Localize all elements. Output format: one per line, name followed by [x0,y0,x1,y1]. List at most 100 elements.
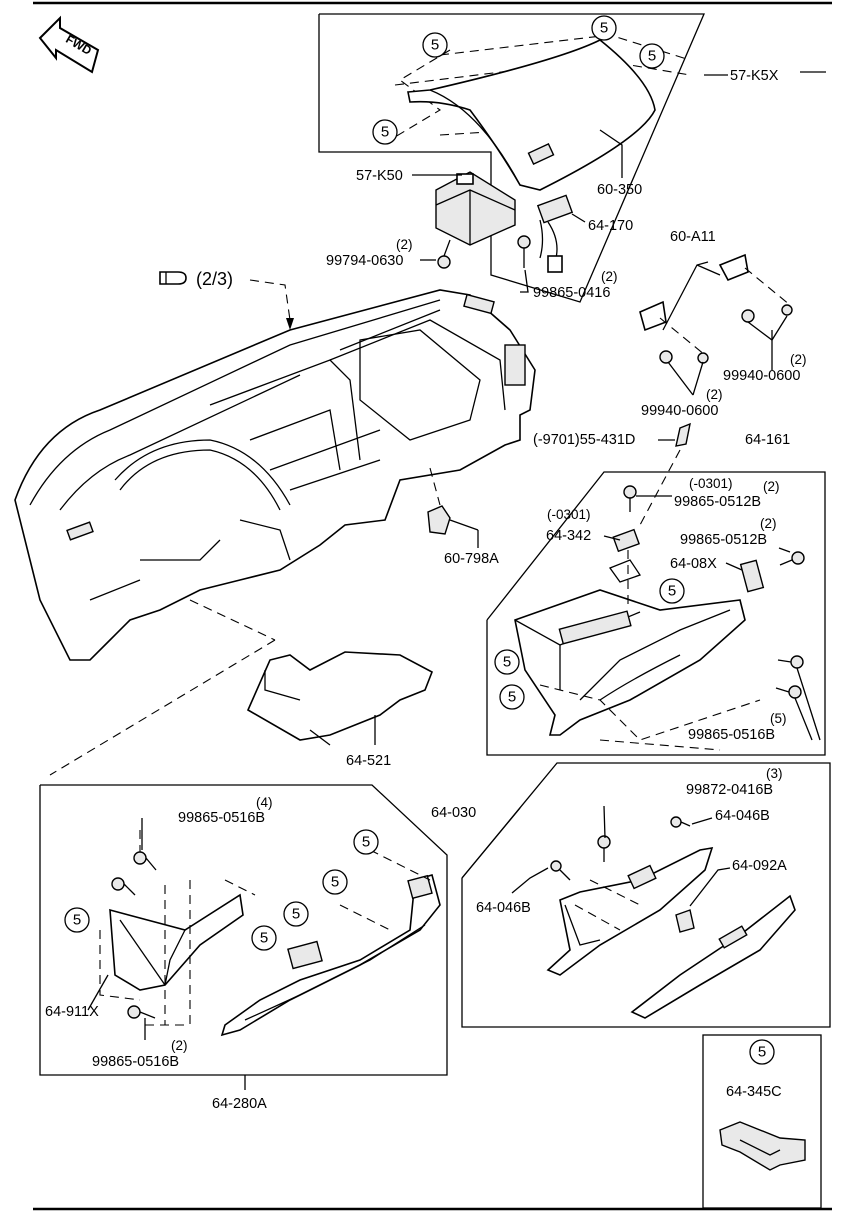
bracket-part-lower [639,300,709,364]
airbag-lid-part [407,39,656,191]
svg-text:5: 5 [758,1044,766,1061]
lower-cover-part-64-521 [246,651,434,746]
label-ref-2-3: (2/3) [196,269,233,289]
circle-mark: 5 [749,1039,775,1065]
svg-text:5: 5 [648,48,656,65]
label-99940-0600-a: 99940-0600 [723,368,800,384]
qty-99872: (3) [766,766,783,781]
svg-text:5: 5 [600,20,608,37]
label-99865-0416: 99865-0416 [533,285,610,301]
label-64-342: 64-342 [546,528,591,544]
svg-text:5: 5 [503,654,511,671]
latch-part-64-342 [608,528,642,605]
note-0301-a: (-0301) [689,476,733,491]
glove-box-door-part [546,846,714,976]
svg-text:5: 5 [260,930,268,947]
label-99865-0512b-2: 99865-0512B [680,532,767,548]
dashboard-panel-part [14,289,536,661]
label-99865-0516b-4: 99865-0516B [178,810,265,826]
glove-box-outer-panel-part [630,894,796,1019]
lower-panel-assembly-box [39,784,448,1076]
label-55-431d: (-9701)55-431D [533,432,635,448]
qty-99865-0512b-1: (2) [763,479,780,494]
bolt-icon-99794 [437,239,451,269]
label-64-911x: 64-911X [45,1004,99,1020]
label-64-170: 64-170 [588,218,633,234]
bracket-part-upper [718,253,793,323]
svg-text:5: 5 [362,834,370,851]
qty-99865-0516b-4: (4) [256,795,273,810]
svg-text:5: 5 [73,912,81,929]
note-0301-b: (-0301) [547,507,591,522]
airbag-module-part [435,171,516,246]
glove-box-assembly-box [486,471,826,756]
clip-part-60-798a [427,505,479,548]
label-64-092a: 64-092A [732,858,787,874]
qty-99865-0416: (2) [601,269,618,284]
svg-text:5: 5 [331,874,339,891]
qty-99794: (2) [396,237,413,252]
circle-mark: 5 [372,119,398,145]
label-99872-0416b: 99872-0416B [686,782,773,798]
screw-icon-99872-0416b [597,835,611,862]
qty-99940-b: (2) [706,387,723,402]
label-64-521: 64-521 [346,753,391,769]
glove-box-door-assembly-box [461,762,831,1028]
circle-mark: 5 [422,32,448,58]
qty-99865-0516b-2: (2) [171,1038,188,1053]
svg-text:5: 5 [292,906,300,923]
label-64-161: 64-161 [745,432,790,448]
circle-mark: 5 [494,649,520,675]
screw-icon-99865-0512b-lower [779,551,805,566]
label-64-345c: 64-345C [726,1084,782,1100]
clip-part-64-345c [719,1121,806,1171]
circle-mark: 5 [322,869,348,895]
label-64-046b-left: 64-046B [476,900,531,916]
clip-detail-box [702,1034,822,1209]
circle-mark: 5 [251,925,277,951]
label-64-030: 64-030 [431,805,476,821]
glove-box-part [514,589,746,736]
circle-mark: 5 [283,901,309,927]
harness-connector-part [536,194,574,273]
circle-mark: 5 [639,43,665,69]
circle-mark: 5 [591,15,617,41]
label-57-k5x: 57-K5X [730,68,779,84]
label-99794-0630: 99794-0630 [326,253,403,269]
circle-mark: 5 [353,829,379,855]
label-64-280a: 64-280A [212,1096,267,1112]
label-60-798a: 60-798A [444,551,499,567]
handle-part-64-092a [675,909,695,933]
svg-text:5: 5 [508,689,516,706]
label-99865-0516b-5: 99865-0516B [688,727,775,743]
circle-mark: 5 [659,578,685,604]
qty-99865-0516b-5: (5) [770,711,787,726]
pointing-hand-icon [159,271,187,285]
fwd-arrow-icon: FWD [38,15,100,74]
screw-icon-64-046b-left [550,860,571,881]
label-60-a11: 60-A11 [670,229,716,245]
svg-text:5: 5 [431,37,439,54]
label-99940-0600-b: 99940-0600 [641,403,718,419]
circle-mark: 5 [64,907,90,933]
label-64-08x: 64-08X [670,556,717,572]
clip-part-55-431d [639,422,691,526]
screw-icon-99865-0516b-top [111,851,157,896]
label-64-046b-right: 64-046B [715,808,770,824]
screw-icon-64-046b-right [670,816,691,828]
qty-99865-0512b-2: (2) [760,516,777,531]
qty-99940-a: (2) [790,352,807,367]
screw-icon-99865-0516b-a [777,655,804,669]
label-60-350: 60-350 [597,182,642,198]
circle-mark: 5 [499,684,525,710]
svg-text:5: 5 [381,124,389,141]
label-99865-0516b-2: 99865-0516B [92,1054,179,1070]
side-cover-part-64-911x [109,893,244,991]
label-57-k50: 57-K50 [356,168,403,184]
svg-text:5: 5 [668,583,676,600]
label-99865-0512b-1: 99865-0512B [674,494,761,510]
lower-panel-part-64-280a [220,874,441,1037]
screw-icon-99865-0512b-upper [623,485,637,512]
damper-part-64-08x [739,559,765,593]
